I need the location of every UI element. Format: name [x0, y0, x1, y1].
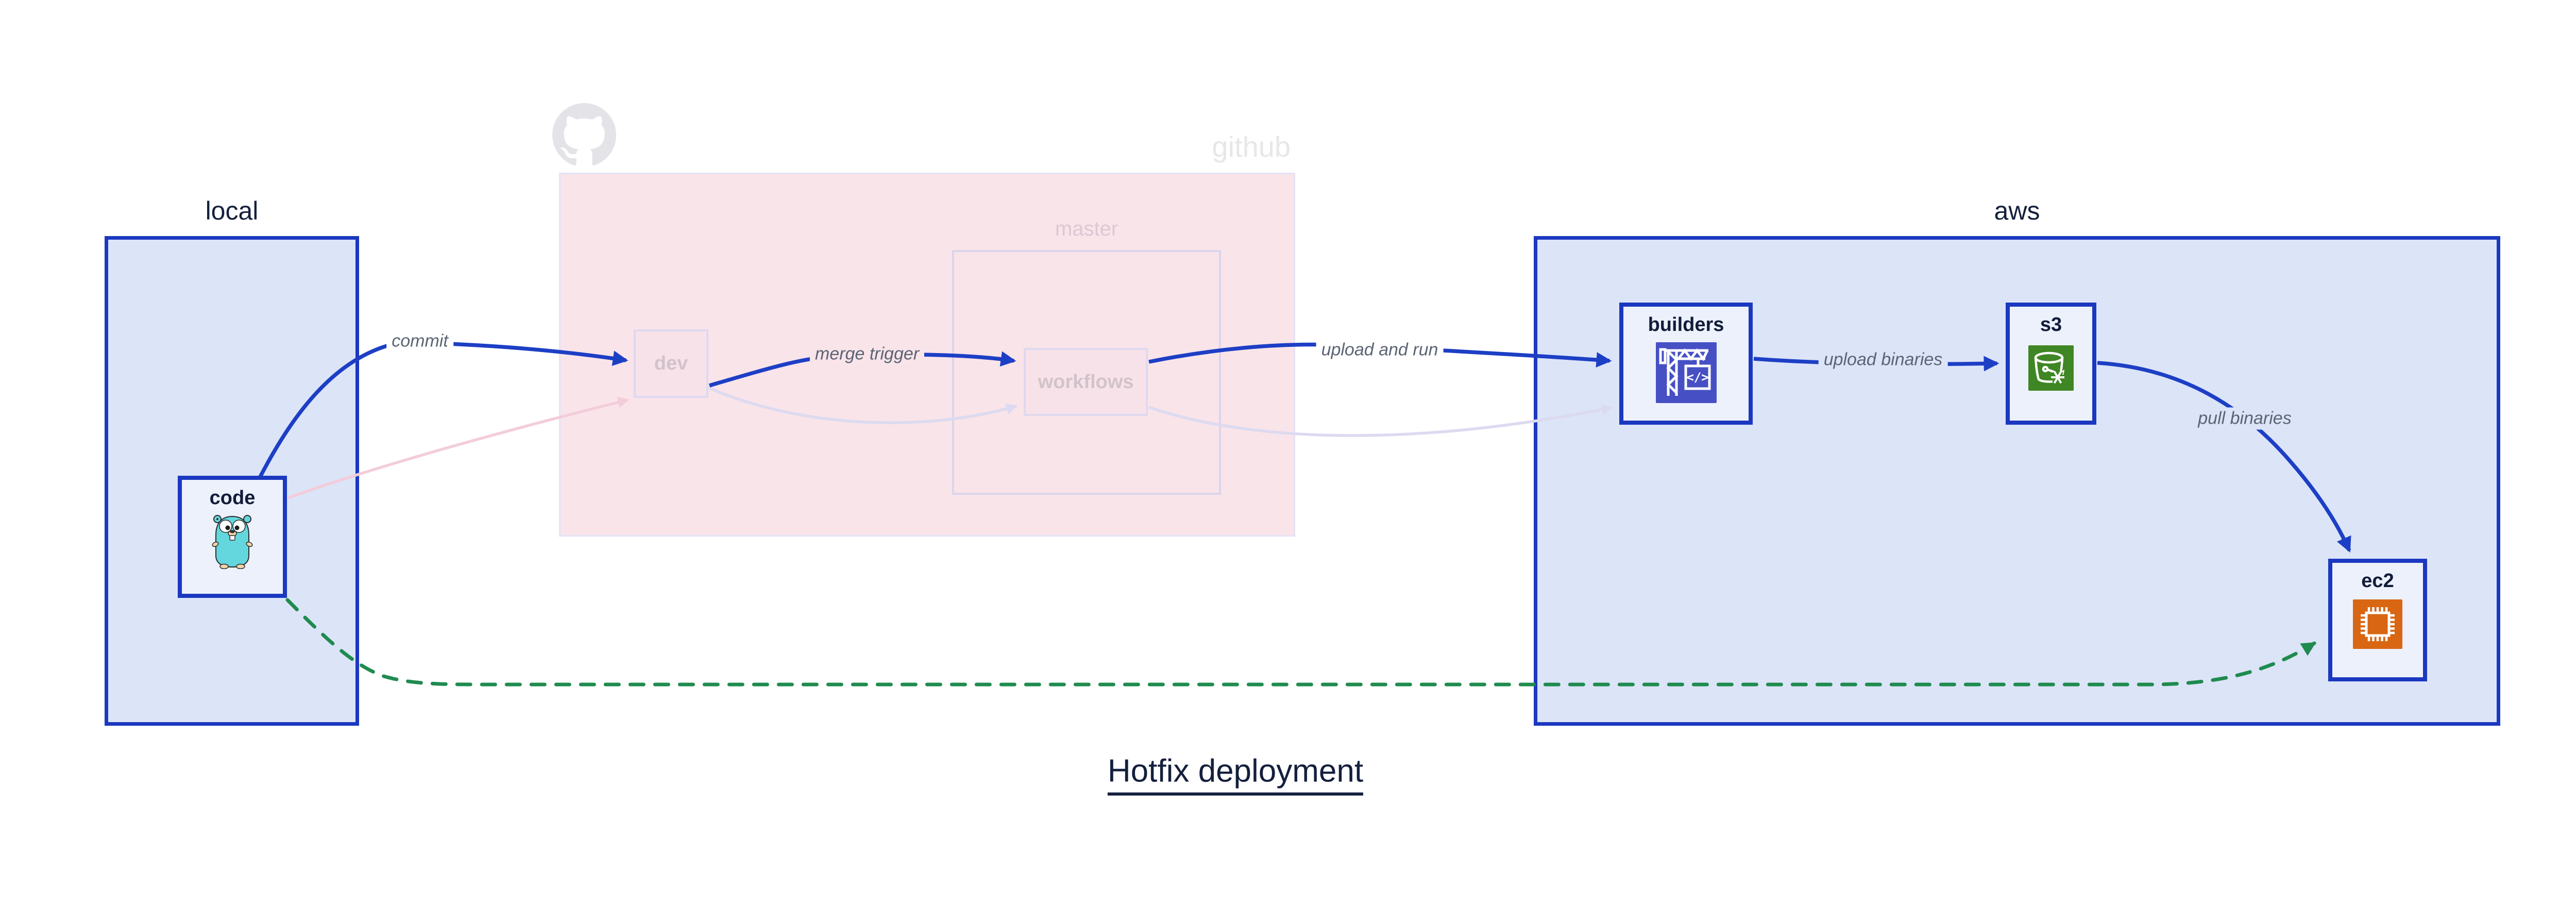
- edge-label-upload-and-run: upload and run: [1316, 339, 1444, 361]
- group-master: [952, 250, 1221, 495]
- ec2-chip-icon: [2353, 599, 2402, 649]
- diagram-title: Hotfix deployment: [1107, 753, 1364, 796]
- edge-code-dev-faded: [287, 396, 630, 499]
- node-workflows: workflows: [1024, 348, 1148, 416]
- node-builders: builders </>: [1619, 303, 1753, 425]
- group-aws-label: aws: [1994, 196, 2040, 225]
- edge-label-merge-trigger: merge trigger: [809, 343, 925, 365]
- node-dev-label: dev: [654, 353, 688, 374]
- edge-label-pull-binaries: pull binaries: [2193, 407, 2297, 430]
- group-master-label: master: [1055, 218, 1118, 240]
- edge-label-upload-binaries: upload binaries: [1818, 348, 1948, 371]
- node-dev: dev: [634, 329, 708, 398]
- svg-text:</>: </>: [1686, 370, 1708, 385]
- group-github-label: github: [1212, 130, 1291, 163]
- node-ec2: ec2: [2328, 559, 2427, 681]
- edge-workflows-builders-faded: [1148, 404, 1614, 437]
- edge-pull-binaries: [2097, 361, 2351, 553]
- node-workflows-label: workflows: [1038, 371, 1134, 393]
- edge-commit: [258, 340, 629, 478]
- node-s3-label: s3: [2040, 314, 2062, 336]
- edge-label-commit: commit: [386, 330, 453, 353]
- node-builders-label: builders: [1648, 314, 1724, 336]
- node-code-label: code: [209, 487, 256, 509]
- go-gopher-icon: [212, 515, 253, 569]
- edge-dev-workflows-faded: [708, 387, 1018, 424]
- s3-glacier-bucket-icon: [2028, 345, 2074, 391]
- node-ec2-label: ec2: [2361, 570, 2394, 592]
- group-local-label: local: [205, 196, 259, 225]
- node-code: code: [178, 476, 287, 598]
- edge-hotfix-dashed: [285, 598, 2316, 687]
- codebuild-crane-icon: </>: [1655, 342, 1717, 403]
- github-octocat-icon: [552, 103, 616, 165]
- node-s3: s3: [2006, 303, 2096, 425]
